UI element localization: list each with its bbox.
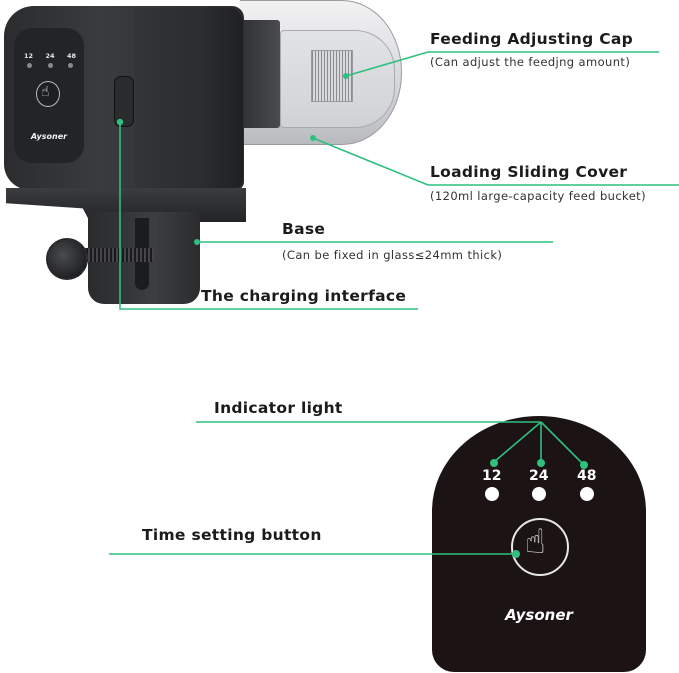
callout-title-indicator-light: Indicator light xyxy=(214,399,343,417)
device-indicator-12: 12 xyxy=(24,52,34,60)
charging-port-cover xyxy=(114,76,134,127)
device-front-panel: 12 24 48 Aysoner xyxy=(14,28,84,163)
feeder-housing-side xyxy=(135,8,243,188)
device-indicator-48: 48 xyxy=(66,52,76,60)
indicator-label-12: 12 xyxy=(482,468,502,484)
callout-subtitle-base: (Can be fixed in glass≤24mm thick) xyxy=(282,248,503,262)
device-brand-logo: Aysoner xyxy=(30,132,68,141)
callout-title-base: Base xyxy=(282,220,326,238)
callout-title-loading-sliding-cover: Loading Sliding Cover xyxy=(430,163,628,181)
device-indicator-lights xyxy=(27,63,73,68)
indicator-light-12-icon xyxy=(485,487,499,501)
device-indicator-labels: 12 24 48 xyxy=(24,52,76,60)
hand-pointer-icon: ☝ xyxy=(525,522,546,562)
clamp-screw-knob-icon xyxy=(46,238,88,280)
indicator-light-48-icon xyxy=(580,487,594,501)
device-led-icon xyxy=(47,63,53,68)
callout-title-time-setting-button: Time setting button xyxy=(142,526,322,544)
callout-title-charging-interface: The charging interface xyxy=(201,287,407,305)
indicator-label-24: 24 xyxy=(529,468,549,484)
control-panel-brand-logo: Aysoner xyxy=(505,606,573,624)
callout-subtitle-feeding-adjusting-cap: (Can adjust the feedjng amount) xyxy=(430,55,631,69)
time-setting-button-graphic: ☝ xyxy=(511,518,569,576)
hopper-collar xyxy=(240,20,280,128)
callout-subtitle-loading-sliding-cover: (120ml large-capacity feed bucket) xyxy=(430,189,646,203)
device-led-icon xyxy=(27,63,32,68)
indicator-light-24-icon xyxy=(532,487,546,501)
device-led-icon xyxy=(68,63,73,68)
device-indicator-24: 24 xyxy=(45,52,55,60)
indicator-label-48: 48 xyxy=(577,468,597,484)
device-hand-button-icon xyxy=(36,81,60,107)
callout-title-feeding-adjusting-cap: Feeding Adjusting Cap xyxy=(430,30,634,48)
feeding-adjusting-cap-part xyxy=(311,50,353,102)
